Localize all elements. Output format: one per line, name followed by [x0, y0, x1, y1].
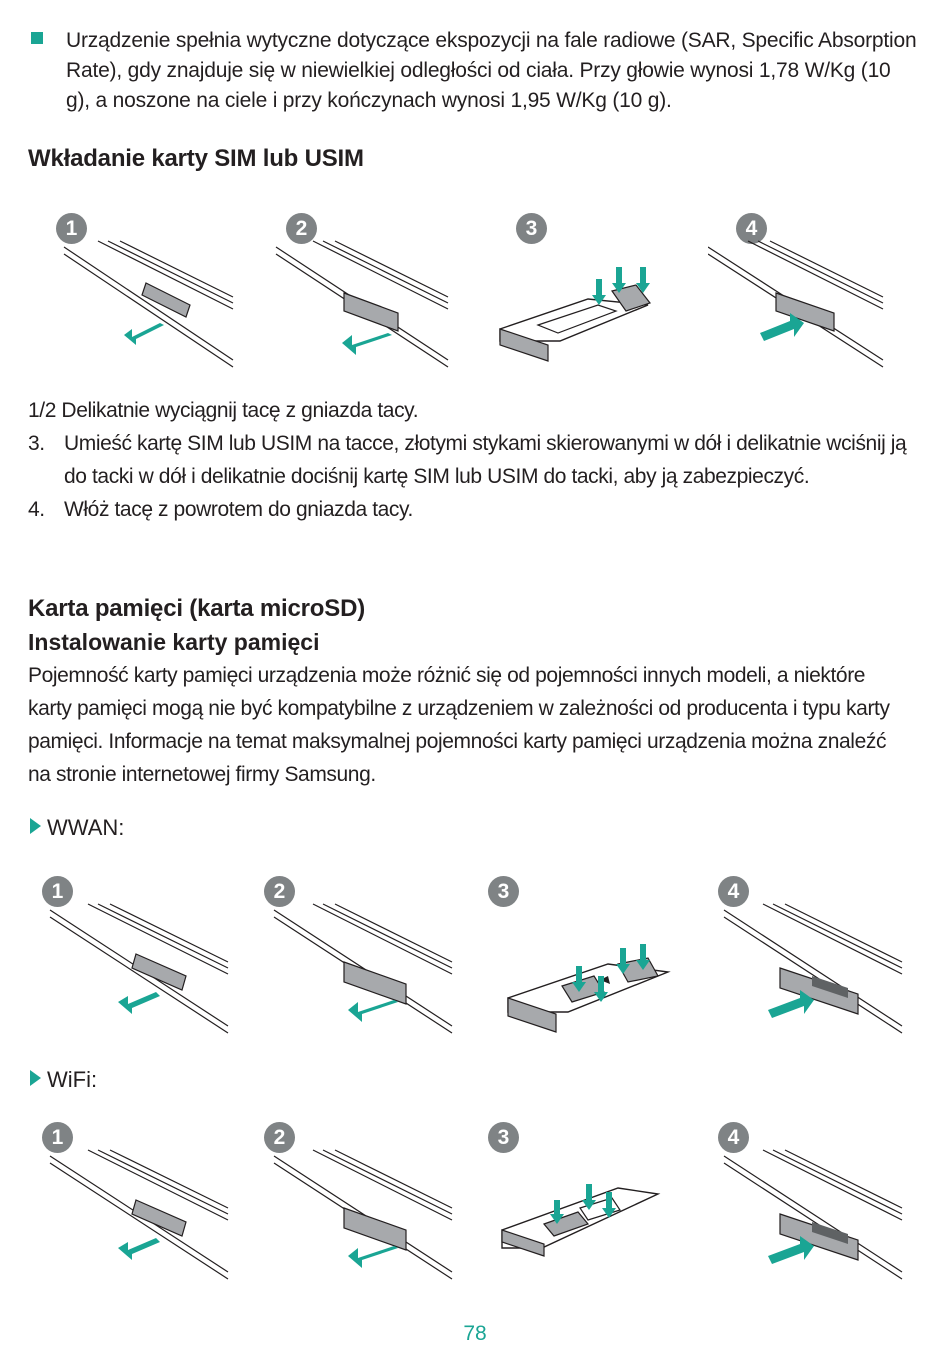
sar-note: Urządzenie spełnia wytyczne dotyczące ek…	[28, 26, 918, 116]
tray-pull-illustration	[49, 903, 229, 1034]
step-badge: 3	[488, 1122, 519, 1153]
card-on-tray-illustration	[501, 1184, 661, 1257]
tray-push-illustration	[723, 903, 903, 1034]
wifi-step-2: 2	[258, 1114, 478, 1284]
wifi-label-text: WiFi:	[47, 1067, 98, 1092]
step-badge: 4	[736, 213, 767, 244]
sim-step-2: 2	[258, 205, 478, 375]
wwan-step-2: 2	[258, 868, 478, 1038]
tray-pull-out-illustration	[275, 240, 449, 368]
step-badge: 2	[264, 876, 295, 907]
wifi-step-4: 4	[708, 1114, 928, 1284]
triangle-bullet-icon	[30, 818, 41, 834]
step-badge: 1	[42, 876, 73, 907]
step-3-number: 3.	[28, 432, 45, 455]
memory-section-subtitle: Instalowanie karty pamięci	[28, 629, 320, 655]
step-4-number: 4.	[28, 498, 45, 521]
tray-pull-out-illustration	[273, 903, 453, 1034]
card-on-tray-illustration	[507, 944, 671, 1033]
wwan-step-3: 3	[488, 868, 708, 1038]
step-badge: 4	[718, 876, 749, 907]
instruction-1-2: 1/2 Delikatnie wyciągnij tacę z gniazda …	[28, 399, 419, 422]
tray-pull-illustration	[49, 1149, 229, 1280]
wifi-label: WiFi:	[30, 1066, 97, 1094]
step-badge: 3	[488, 876, 519, 907]
wwan-label: WWAN:	[30, 814, 124, 842]
step-4-text: Włóż tacę z powrotem do gniazda tacy.	[64, 498, 413, 521]
page-number: 78	[463, 1322, 487, 1345]
step-badge: 2	[286, 213, 317, 244]
triangle-bullet-icon	[30, 1070, 41, 1086]
wifi-steps-illustration: 1 2 3	[28, 1114, 928, 1284]
wifi-step-3: 3	[488, 1114, 708, 1284]
tray-push-illustration	[723, 1149, 903, 1280]
memory-body: Pojemność karty pamięci urządzenia może …	[28, 664, 890, 786]
step-badge: 1	[42, 1122, 73, 1153]
sim-step-3: 3	[488, 205, 708, 375]
tray-pull-illustration	[63, 240, 234, 368]
wifi-step-1: 1	[28, 1114, 248, 1284]
tray-push-illustration	[708, 240, 884, 368]
wwan-label-text: WWAN:	[47, 815, 125, 840]
step-badge: 3	[516, 213, 547, 244]
wwan-steps-illustration: 1 2 3	[28, 868, 928, 1038]
wwan-step-1: 1	[28, 868, 248, 1038]
sim-step-1: 1	[28, 205, 248, 375]
sim-step-4: 4	[708, 205, 928, 375]
bullet-square-icon	[31, 32, 43, 44]
step-badge: 1	[56, 213, 87, 244]
wwan-step-4: 4	[708, 868, 928, 1038]
step-3-text: Umieść kartę SIM lub USIM na tacce, złot…	[64, 432, 907, 488]
memory-section-title: Karta pamięci (karta microSD)	[28, 595, 365, 622]
step-badge: 4	[718, 1122, 749, 1153]
step-badge: 2	[264, 1122, 295, 1153]
sim-steps-illustration: 1 2 3	[28, 205, 928, 375]
sim-section-title: Wkładanie karty SIM lub USIM	[28, 145, 364, 172]
instructions: 1/2 Delikatnie wyciągnij tacę z gniazda …	[28, 394, 928, 526]
sim-on-tray-illustration	[499, 267, 651, 362]
tray-pull-out-illustration	[273, 1149, 453, 1280]
sar-note-text: Urządzenie spełnia wytyczne dotyczące ek…	[66, 29, 917, 112]
